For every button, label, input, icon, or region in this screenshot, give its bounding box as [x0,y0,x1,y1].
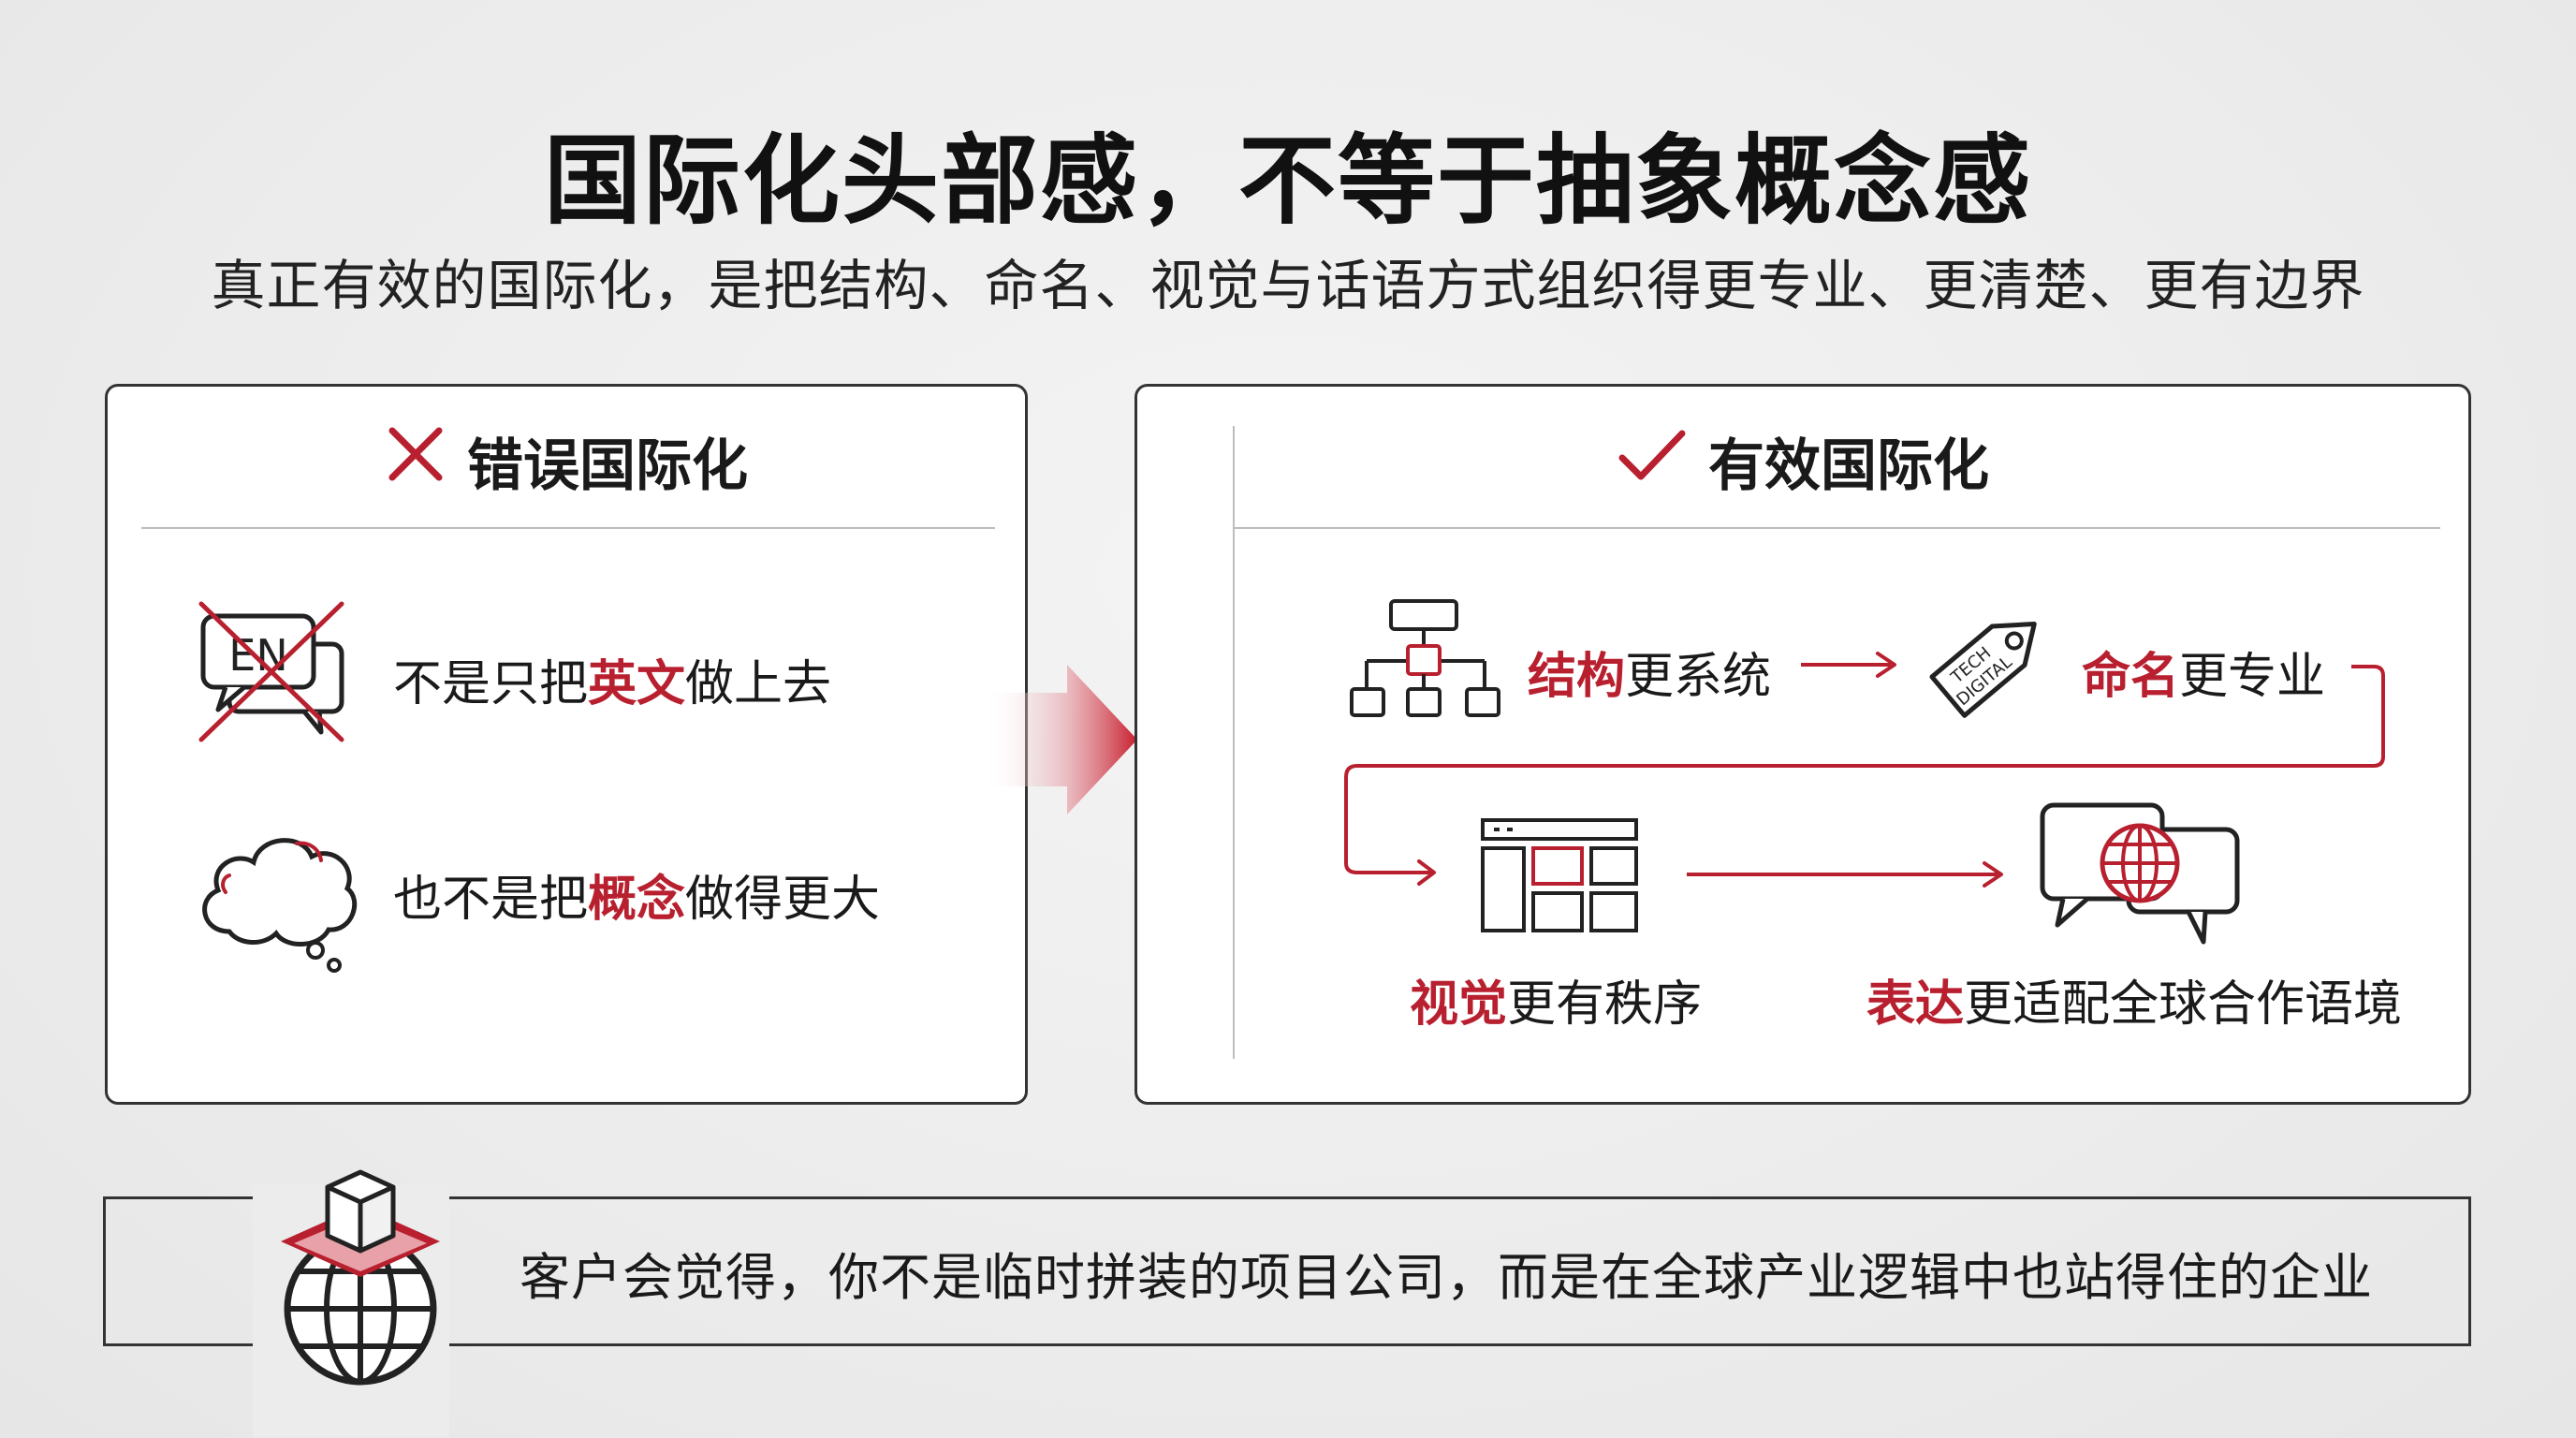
cross-icon [385,423,446,499]
effective-panel-heading: 有效国际化 [1137,420,2468,502]
wrong-panel-divider [141,527,995,529]
step-visual: 视觉更有秩序 [1410,976,1703,1033]
thought-cloud-icon [202,838,358,973]
conclusion-text: 客户会觉得，你不是临时拼装的项目公司，而是在全球产业逻辑中也站得住的企业 [520,1248,2373,1307]
flow-arrow-1 [1801,652,1896,678]
page-subtitle: 真正有效的国际化，是把结构、命名、视觉与话语方式组织得更专业、更清楚、更有边界 [211,254,2365,317]
step-structure: 结构更系统 [1528,649,1772,705]
org-chart-icon [1350,599,1500,717]
globe-chat-icon [2040,802,2240,945]
wrong-internationalization-panel: 错误国际化 [105,384,1028,1105]
effective-panel-vertical-rule [1233,426,1235,1059]
effective-internationalization-panel: 有效国际化 [1134,384,2471,1105]
tag-icon: TECH DIGITAL [1929,622,2037,718]
flow-arrow-3 [1687,861,2003,888]
conclusion-bar [103,1196,2471,1346]
transition-arrow-icon [983,665,1137,814]
wrong-panel-heading: 错误国际化 [108,420,1025,502]
wrong-item-2: 也不是把概念做得更大 [393,872,881,928]
flow-connector-snake [1344,665,2385,886]
page-title: 国际化头部感，不等于抽象概念感 [543,124,2032,238]
layout-grid-icon [1481,818,1638,932]
effective-panel-divider [1233,527,2440,529]
step-expression: 表达更适配全球合作语境 [1866,976,2403,1033]
en-speech-bubble-crossed-icon: EN [198,601,344,742]
check-icon [1617,426,1688,496]
wrong-item-1: 不是只把英文做上去 [393,656,832,712]
step-naming: 命名更专业 [2082,649,2326,705]
globe-cube-icon [281,1169,440,1386]
